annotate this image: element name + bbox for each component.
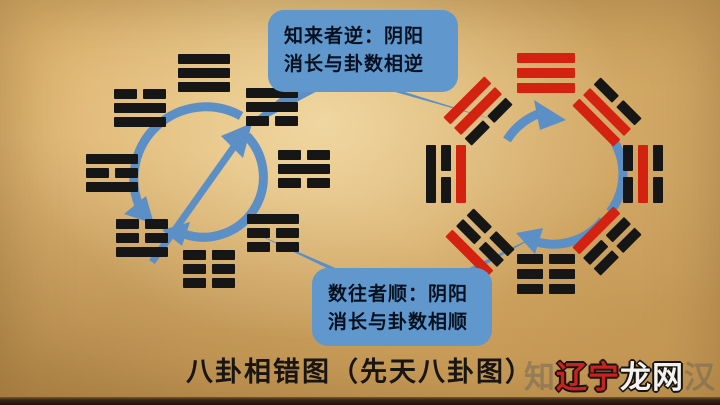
watermark-white-text: 龙网 — [620, 360, 684, 395]
yang-line — [246, 102, 298, 112]
yang-line — [86, 182, 138, 192]
left-circle-cw-arc — [182, 132, 268, 242]
yang-line — [178, 54, 230, 64]
left-trigram-zhen — [116, 219, 168, 257]
yin-line — [246, 116, 298, 126]
yin-line — [116, 219, 168, 229]
top-bubble-line2: 消长与卦数相逆 — [284, 53, 425, 75]
right-trigram-qian — [517, 53, 575, 93]
watermark: 知辽宁龙网汉 — [524, 352, 716, 397]
right-trigram-kan — [623, 145, 663, 203]
right-circle-top-arc — [503, 109, 540, 143]
yin-line — [116, 233, 168, 243]
left-trigram-xun — [246, 88, 298, 126]
yin-line — [247, 228, 299, 238]
yin-line — [183, 278, 235, 288]
yang-line — [517, 53, 575, 63]
yang-line — [116, 247, 168, 257]
top-bubble-right-pointer — [367, 84, 498, 121]
right-circle-right-arc — [606, 140, 628, 215]
page-title: 八卦相错图（先天八卦图） — [186, 357, 534, 387]
watermark-red-text: 辽宁 — [556, 360, 620, 395]
top-bubble-line1: 知来者逆：阴阳 — [284, 26, 425, 47]
yang-line — [246, 88, 298, 98]
yang-line — [517, 68, 575, 78]
yang-line — [247, 214, 299, 224]
left-trigram-gen — [247, 214, 299, 252]
yin-line — [278, 150, 330, 160]
yin-line — [517, 254, 575, 264]
left-trigram-kun — [183, 250, 235, 288]
yang-line — [638, 145, 648, 203]
yang-line — [178, 68, 230, 78]
yin-line — [517, 269, 575, 279]
yin-line — [183, 250, 235, 260]
yang-line — [426, 145, 436, 203]
bottom-bubble-line2: 消长与卦数相顺 — [328, 311, 469, 333]
left-trigram-kan — [278, 150, 330, 188]
left-trigram-qian — [178, 54, 230, 92]
right-trigram-kun — [517, 254, 575, 294]
yang-line — [114, 117, 166, 127]
yin-line — [278, 178, 330, 188]
watermark-faint-left: 知 — [524, 360, 556, 395]
yin-line — [86, 168, 138, 178]
yang-line — [114, 103, 166, 113]
yin-line — [183, 264, 235, 274]
bottom-speech-bubble: 数往者顺：阴阳 消长与卦数相顺 — [312, 268, 492, 346]
watermark-faint-right: 汉 — [684, 360, 716, 395]
left-trigram-dui — [114, 89, 166, 127]
yang-line — [278, 164, 330, 174]
diagonal-arrowhead-icon — [221, 123, 252, 158]
bottom-bubble-line1: 数往者顺：阴阳 — [328, 284, 469, 305]
yin-line — [114, 89, 166, 99]
left-ccw-arrowhead-icon — [124, 196, 154, 224]
right-top-arrowhead-icon — [534, 100, 566, 130]
bottom-border-strip — [0, 397, 720, 405]
yin-line — [247, 242, 299, 252]
right-trigram-li — [426, 145, 466, 203]
yin-line — [623, 145, 633, 203]
left-trigram-li — [86, 154, 138, 192]
yang-line — [517, 83, 575, 93]
yin-line — [517, 284, 575, 294]
right-bottom-arrowhead-icon — [516, 228, 543, 254]
yang-line — [178, 82, 230, 92]
left-cw-arrowhead-icon — [162, 222, 190, 246]
yin-line — [441, 145, 451, 203]
yin-line — [653, 145, 663, 203]
yang-line — [456, 145, 466, 203]
yang-line — [86, 154, 138, 164]
top-speech-bubble: 知来者逆：阴阳 消长与卦数相逆 — [268, 10, 458, 92]
